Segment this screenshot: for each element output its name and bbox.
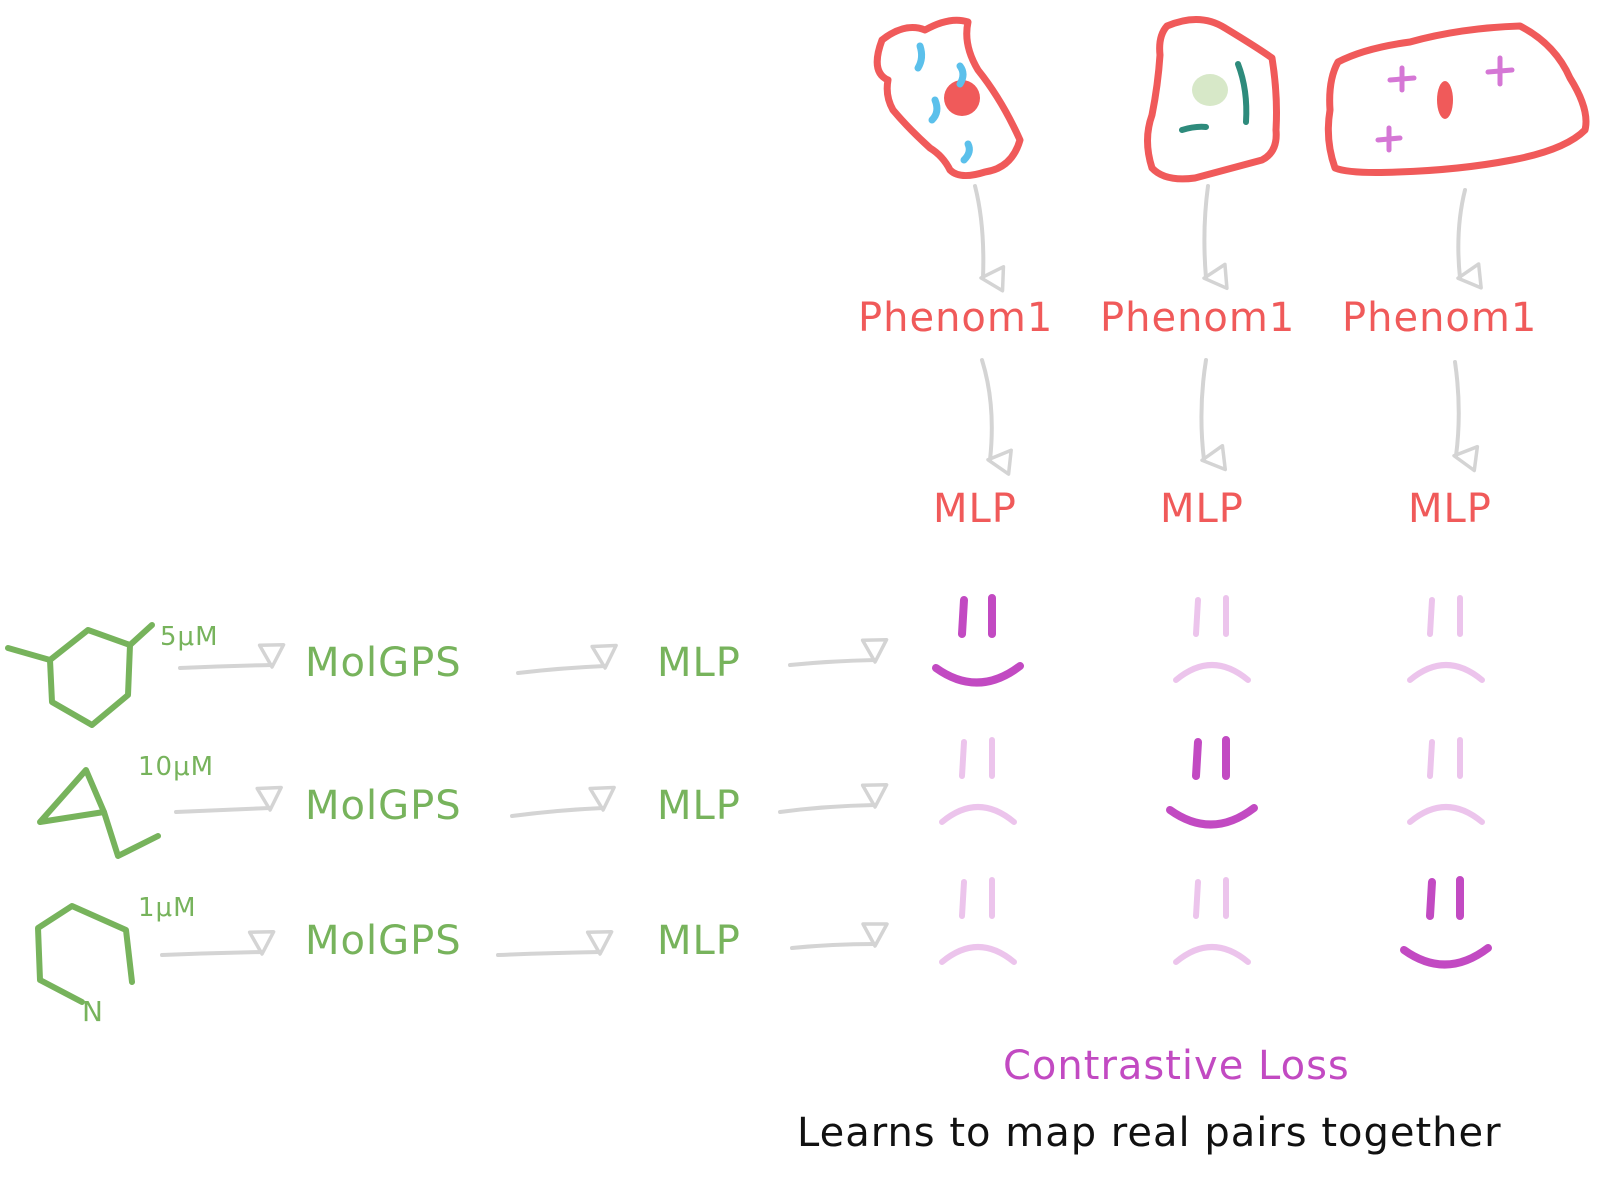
cell-image-3 <box>1324 22 1590 176</box>
loss-subtitle: Learns to map real pairs together <box>797 1110 1502 1156</box>
arrow-encoder3-to-mlp <box>1452 360 1480 473</box>
phenom-mlp-label: MLP <box>1408 486 1492 532</box>
matched-pair-face <box>1166 736 1258 829</box>
unmatched-pair-face <box>1173 595 1251 683</box>
unmatched-pair-face <box>939 737 1017 825</box>
arrow-encoder3-to-head <box>496 930 614 957</box>
arrow-head1-to-grid <box>788 637 889 667</box>
molgps-encoder-label: MolGPS <box>305 918 462 964</box>
cell-nucleus-3 <box>1437 81 1453 119</box>
arrow-cell1-to-encoder <box>973 184 1006 293</box>
similarity-grid <box>932 594 1492 969</box>
cell-organelles-3 <box>1375 55 1515 153</box>
arrow-encoder1-to-mlp <box>980 358 1013 476</box>
cell-organelles-1 <box>914 42 973 164</box>
molecule-3 <box>35 903 135 1005</box>
cell-outline-3 <box>1324 22 1590 176</box>
molecule-2 <box>37 767 161 859</box>
molecule-mlp-label: MLP <box>657 783 741 829</box>
matched-pair-face <box>1400 876 1492 969</box>
loss-title: Contrastive Loss <box>1003 1043 1350 1089</box>
cell-nucleus-1 <box>944 80 980 116</box>
matched-pair-face <box>932 594 1024 687</box>
vertical-arrows <box>973 184 1483 476</box>
phenom-encoder-label: Phenom1 <box>858 295 1054 341</box>
horizontal-arrows <box>160 637 889 957</box>
phenom-encoder-label: Phenom1 <box>1342 295 1538 341</box>
concentration-label: 1μM <box>138 893 197 923</box>
cell-image-2 <box>1144 16 1280 183</box>
arrow-encoder2-to-mlp <box>1199 358 1228 472</box>
molecule-atom-label: N <box>82 995 104 1028</box>
unmatched-pair-face <box>1407 595 1485 683</box>
arrow-cell3-to-encoder <box>1456 188 1483 290</box>
phenom-encoder-label: Phenom1 <box>1100 295 1296 341</box>
arrow-head3-to-grid <box>790 922 889 950</box>
unmatched-pair-face <box>1173 877 1251 965</box>
arrow-mol2-to-encoder <box>174 785 283 814</box>
cell-image-1 <box>873 16 1024 179</box>
molecule-1 <box>5 622 155 728</box>
unmatched-pair-face <box>1407 737 1485 825</box>
cell-nucleus-2 <box>1192 74 1228 106</box>
concentration-label: 10μM <box>138 752 215 782</box>
molecule-mlp-label: MLP <box>657 640 741 686</box>
unmatched-pair-face <box>939 877 1017 965</box>
cell-organelles-2 <box>1179 61 1250 133</box>
molgps-encoder-label: MolGPS <box>305 640 462 686</box>
arrow-encoder1-to-head <box>516 643 618 675</box>
arrow-encoder2-to-head <box>510 785 616 818</box>
arrow-mol1-to-encoder <box>178 642 286 670</box>
cell-outline-2 <box>1144 16 1280 183</box>
phenom-mlp-label: MLP <box>933 486 1017 532</box>
molecule-mlp-label: MLP <box>657 918 741 964</box>
molgps-encoder-label: MolGPS <box>305 783 462 829</box>
concentration-label: 5μM <box>160 622 219 652</box>
phenom-mlp-label: MLP <box>1160 486 1244 532</box>
cell-outline-1 <box>873 16 1024 179</box>
arrow-head2-to-grid <box>778 783 889 814</box>
arrow-cell2-to-encoder <box>1202 184 1229 291</box>
arrow-mol3-to-encoder <box>160 930 276 957</box>
